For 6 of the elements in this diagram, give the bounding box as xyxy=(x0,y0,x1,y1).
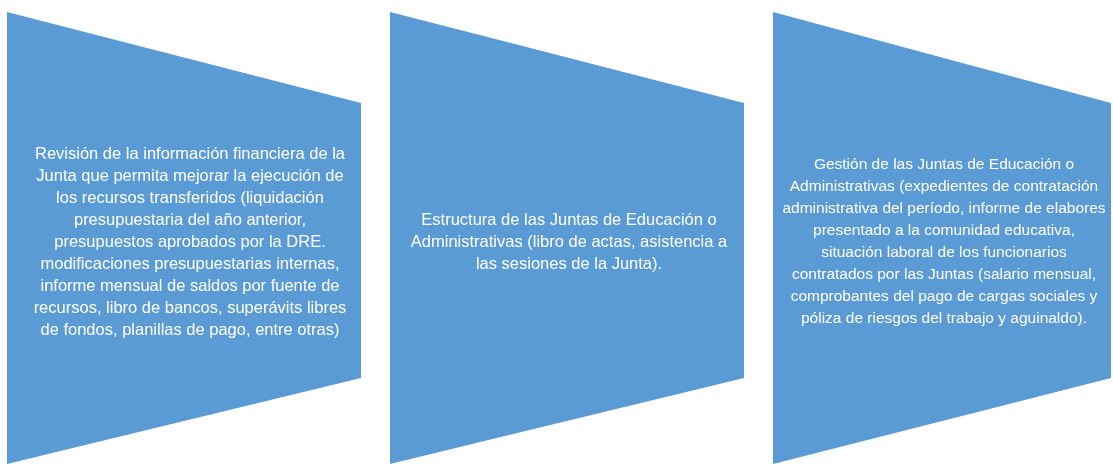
step-description: Revisión de la información financiera de la Junta que permita mejorar la ejecución de los recursos transferidos (liquidación presupuestaria del año anterior, presupuestos aprobados por la DRE. modificaciones presupuestarias internas, informe mensual de saldos por fuente de recursos, libro de bancos, superávits libres de fondos, planillas de pago, entre otras) xyxy=(32,142,348,340)
step-description: Gestión de las Juntas de Educación o Administrativas (expedientes de contratación administrativa del período, informe de elabores presentado a la comunidad educativa, situación laboral de los funcionarios contratados por las Juntas (salario mensual, comprobantes del pago de cargas sociales y póliza de riesgos del trabajo y aguinaldo). xyxy=(781,153,1107,328)
trapezoid-shape xyxy=(390,12,744,464)
step-description: Estructura de las Juntas de Educación o Administrativas (libro de actas, asistencia a las sesiones de la Junta). xyxy=(409,208,729,274)
trapezoid-shape xyxy=(773,12,1111,464)
trapezoid-shape xyxy=(7,12,361,464)
